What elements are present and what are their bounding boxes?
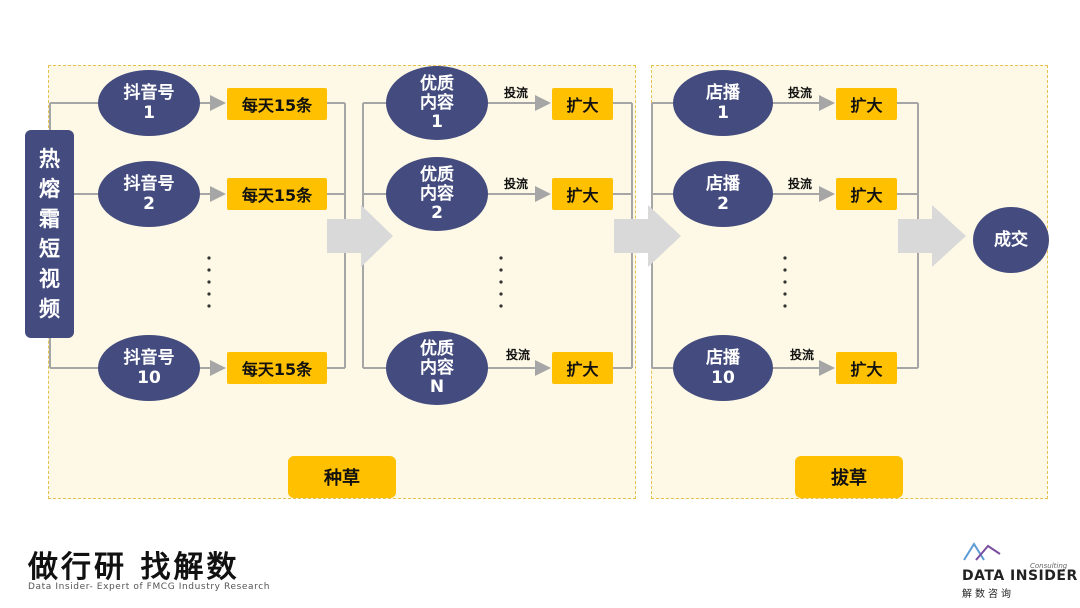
content-action-n: 投流 — [506, 348, 531, 362]
content-result-1: 扩大 — [552, 88, 613, 120]
source-char: 热 — [39, 147, 60, 171]
final-deal-node: 成交 — [973, 207, 1049, 273]
account-rate-1: 每天15条 — [227, 88, 327, 120]
footer-subtitle: Data Insider- Expert of FMCG Industry Re… — [28, 582, 271, 592]
store-action-1: 投流 — [788, 86, 813, 100]
store-result-2: 扩大 — [836, 178, 897, 210]
source-char: 熔 — [39, 177, 60, 201]
store-result-10: 扩大 — [836, 352, 897, 384]
logo-cn: 解数咨询 — [962, 589, 1014, 600]
source-char: 视 — [39, 267, 60, 291]
store-result-1: 扩大 — [836, 88, 897, 120]
flow-arrow-3 — [898, 205, 966, 267]
source-char: 霜 — [39, 207, 60, 231]
store-action-2: 投流 — [788, 177, 813, 191]
data-insider-logo-icon — [963, 542, 1001, 561]
flow-arrow-2 — [614, 205, 681, 267]
logo-main: DATA INSIDER — [962, 568, 1078, 584]
content-action-2: 投流 — [504, 177, 529, 191]
account-rate-2: 每天15条 — [227, 178, 327, 210]
zone-seeding — [48, 65, 636, 499]
content-action-1: 投流 — [504, 86, 529, 100]
store-action-10: 投流 — [790, 348, 815, 362]
source-node: 热熔霜短视频 — [25, 130, 74, 338]
content-result-2: 扩大 — [552, 178, 613, 210]
source-char: 频 — [39, 297, 60, 321]
footer-title: 做行研 找解数 — [28, 550, 240, 585]
zone-tag-conversion: 拔草 — [795, 456, 903, 498]
flow-arrow-1 — [327, 205, 393, 267]
content-result-n: 扩大 — [552, 352, 613, 384]
zone-conversion — [651, 65, 1048, 499]
account-rate-10: 每天15条 — [227, 352, 327, 384]
zone-tag-seeding: 种草 — [288, 456, 396, 498]
source-char: 短 — [39, 237, 60, 261]
logo-consulting: Consulting — [1030, 562, 1068, 570]
